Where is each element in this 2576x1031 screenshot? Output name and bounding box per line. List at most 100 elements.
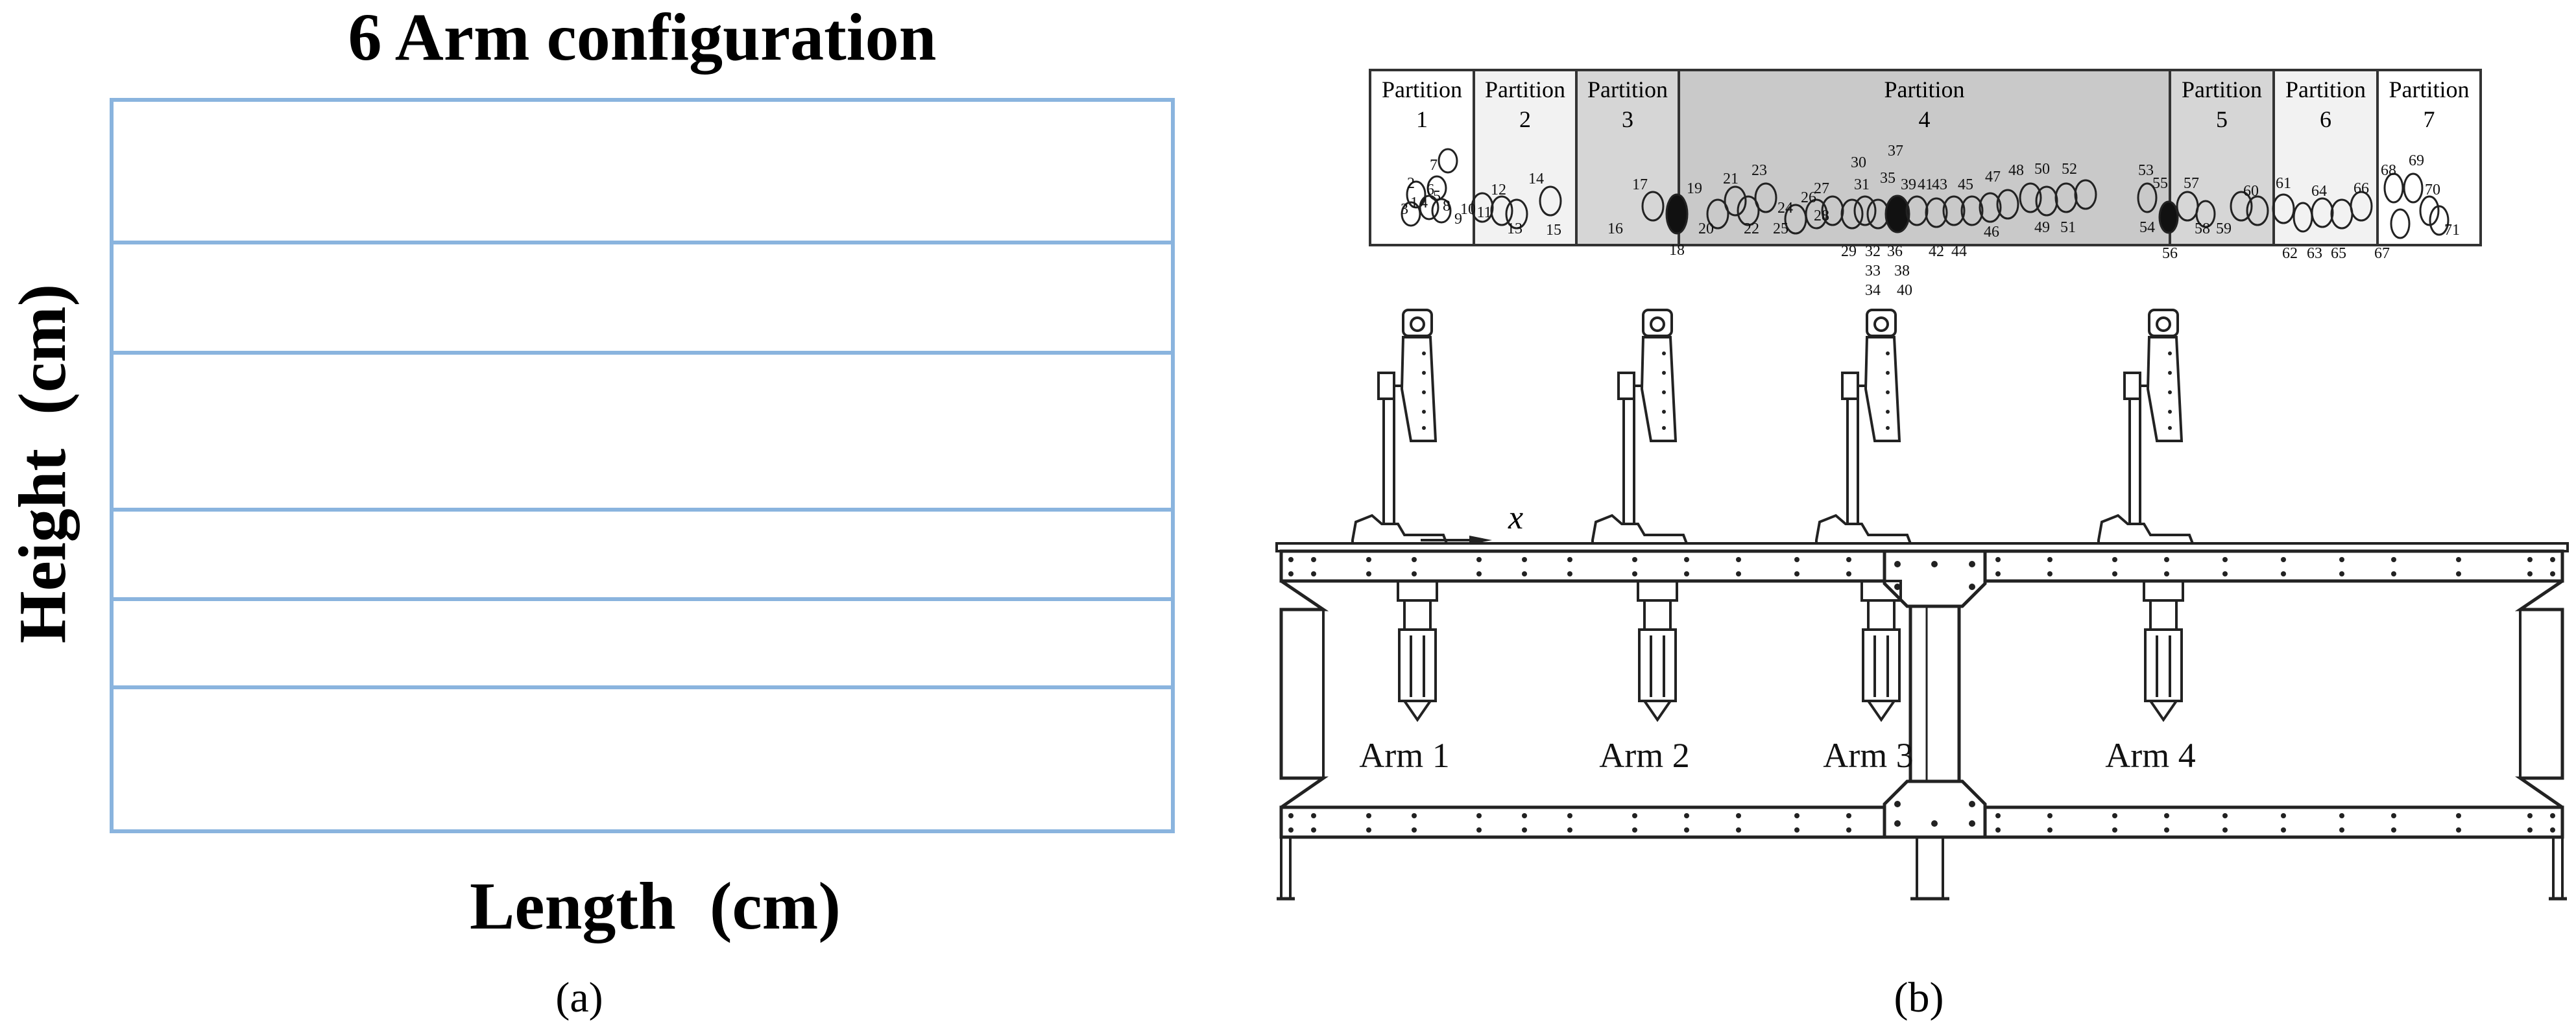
arm-clamp (1377, 372, 1395, 400)
rivet (1476, 571, 1482, 576)
rivet (1476, 827, 1482, 833)
right-leg (2552, 836, 2564, 900)
component-number: 53 (2138, 162, 2154, 179)
component-outline (1426, 175, 1447, 201)
rivet (2281, 813, 2286, 818)
partition-number: 5 (2216, 106, 2228, 132)
component-number: 63 (2307, 245, 2322, 262)
rivet (1931, 820, 1938, 827)
actuator-neck (2149, 599, 2178, 631)
component-number: 60 (2243, 183, 2259, 200)
component-number: 6 (1426, 182, 1434, 198)
actuator-body (1398, 628, 1437, 702)
component-number: 43 (1932, 176, 1947, 193)
rivet (2527, 571, 2533, 576)
rivet (2047, 813, 2052, 818)
arm-plate-bolt (2168, 371, 2172, 375)
component-outline (2350, 191, 2373, 222)
component-number: 32 (1865, 243, 1881, 260)
actuator-tip (1866, 700, 1897, 722)
component-number: 54 (2139, 219, 2155, 236)
component-number: 45 (1958, 176, 1973, 193)
arm-head-joint (2156, 316, 2171, 332)
component-outline (1737, 195, 1760, 226)
component-number: 35 (1880, 170, 1896, 187)
rivet (2222, 813, 2228, 818)
arm-post (1382, 397, 1395, 530)
arm-base (1351, 514, 1449, 545)
component-number: 70 (2425, 182, 2440, 198)
panel-a-xlabel: Length (cm) (470, 869, 841, 943)
rivet (1632, 571, 1637, 576)
arm-plate-bolt (1662, 371, 1666, 375)
arm-label: Arm 2 (1599, 736, 1689, 775)
rivet (2112, 571, 2117, 576)
arm-plate-bolt (1422, 410, 1426, 414)
component-number: 58 (2195, 220, 2210, 237)
component-number: 28 (1814, 207, 1829, 224)
component-number: 12 (1491, 182, 1506, 198)
rivet (1894, 820, 1901, 827)
arm-plate-bolt (1886, 410, 1890, 414)
rivet (1412, 571, 1417, 576)
component-outline (2246, 195, 2269, 226)
rivet (1288, 827, 1294, 833)
panel-b-caption: (b) (1894, 974, 1944, 1021)
actuator-neck (1403, 599, 1432, 631)
component-outline (1996, 189, 2019, 220)
partition-label: Partition (1485, 77, 1565, 102)
partition-label: Partition (1884, 77, 1965, 102)
rivet (2527, 813, 2533, 818)
arm-post (1846, 397, 1859, 530)
component-outline (1853, 195, 1877, 226)
rivet (1476, 557, 1482, 562)
component-number: 17 (1632, 176, 1648, 193)
component-outline (1821, 195, 1844, 226)
rivet (1288, 557, 1294, 562)
rivet (1894, 801, 1901, 807)
partition-label: Partition (2389, 77, 2470, 102)
component-number: 62 (2282, 245, 2298, 262)
rivet (2391, 813, 2396, 818)
arm-label: Arm 4 (2105, 736, 2195, 775)
rivet (2164, 813, 2169, 818)
rivet (2047, 557, 2052, 562)
component-number: 38 (1894, 263, 1910, 279)
component-outline (2230, 191, 2253, 222)
component-outline (1401, 201, 1421, 227)
component-number: 59 (2216, 220, 2232, 237)
center-joint-top (1883, 549, 1987, 608)
rivet (1366, 557, 1371, 562)
component-number: 24 (1777, 200, 1793, 217)
rivet (1366, 813, 1371, 818)
rivet (1846, 557, 1851, 562)
machine-frame (1275, 542, 2569, 901)
partition-number: 4 (1919, 106, 1931, 132)
rivet (2047, 571, 2052, 576)
rivet (1684, 813, 1689, 818)
component-number: 55 (2152, 175, 2168, 192)
component-outline (1665, 193, 1689, 235)
actuator-body (2144, 628, 2183, 702)
component-outline (1754, 182, 1777, 213)
component-outline (1438, 148, 1458, 174)
left-frame-side (1279, 579, 1329, 809)
component-number: 14 (1528, 171, 1544, 187)
arm-plate-bolt (1886, 390, 1890, 394)
rivet (1894, 584, 1901, 590)
component-outline (1471, 192, 1494, 223)
rivet (2112, 813, 2117, 818)
partition-cell (1575, 69, 1680, 246)
frame-rivets (1288, 557, 2555, 833)
component-number: 25 (1773, 220, 1788, 237)
component-number: 41 (1918, 176, 1933, 193)
component-number: 4 (1420, 195, 1428, 211)
rivet (2550, 813, 2555, 818)
rivet (2339, 571, 2344, 576)
rivet (1567, 813, 1572, 818)
partition-number: 2 (1519, 106, 1531, 132)
component-number: 26 (1801, 189, 1816, 206)
rivet (1412, 827, 1417, 833)
